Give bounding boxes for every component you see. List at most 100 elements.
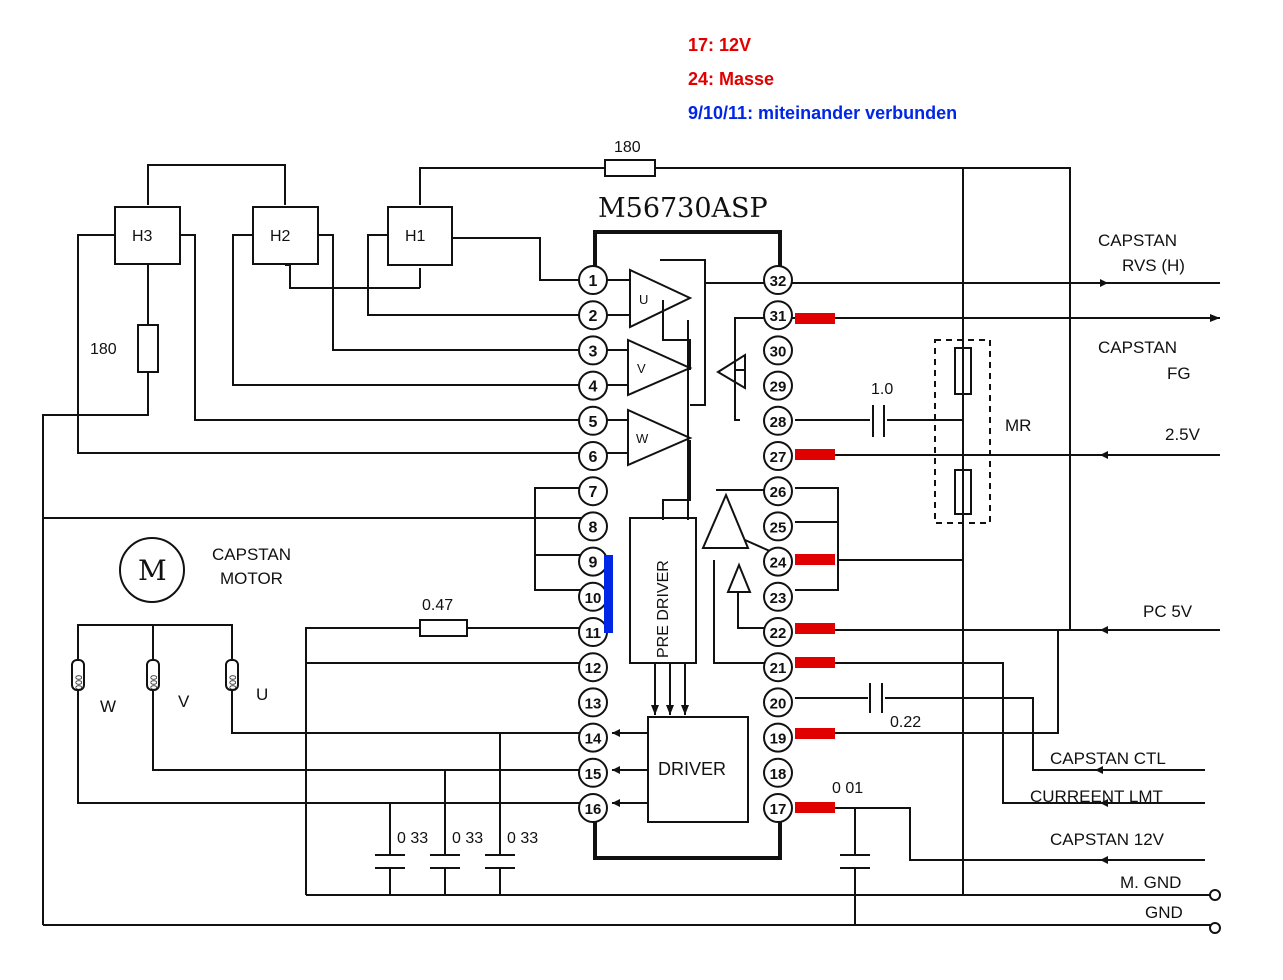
pre-driver-label: PRE DRIVER bbox=[655, 560, 672, 658]
pin-11: 11 bbox=[578, 617, 608, 647]
conn-m-gnd: M. GND bbox=[1120, 873, 1181, 892]
conn-current-lmt: CURREENT LMT bbox=[1030, 787, 1163, 806]
resistor-sense: 0.47 bbox=[419, 597, 468, 637]
pin-28-label: 28 bbox=[770, 414, 787, 431]
cap-pin20-label: 0.22 bbox=[890, 714, 921, 731]
highlight-pins-9-10-11 bbox=[604, 555, 613, 633]
pin-32-label: 32 bbox=[770, 273, 787, 290]
pin-23: 23 bbox=[763, 581, 793, 612]
annotation-notes: 17: 12V 24: Masse 9/10/11: miteinander v… bbox=[688, 28, 957, 130]
driver-label: DRIVER bbox=[658, 759, 726, 779]
driver-block: DRIVER bbox=[647, 716, 749, 823]
pin-13-label: 13 bbox=[585, 695, 602, 712]
highlight-pin21 bbox=[795, 657, 835, 668]
mr-sensor: MR bbox=[934, 339, 1031, 524]
conn-rvs-line2: RVS (H) bbox=[1122, 256, 1185, 275]
terminals bbox=[1209, 889, 1221, 934]
conn-2-5v: 2.5V bbox=[1165, 425, 1201, 444]
mr-label: MR bbox=[1005, 416, 1031, 435]
coil-w-marking: 000 bbox=[74, 675, 84, 690]
pin-20-label: 20 bbox=[770, 695, 787, 712]
pin-2: 2 bbox=[578, 300, 608, 331]
pin-31: 31 bbox=[763, 300, 793, 331]
pin-9-label: 9 bbox=[589, 555, 598, 572]
pin-14: 14 bbox=[578, 722, 608, 753]
pin-26: 26 bbox=[763, 476, 793, 507]
coil-u-marking: 000 bbox=[228, 675, 238, 690]
pin-4: 4 bbox=[578, 370, 608, 401]
pin-26-label: 26 bbox=[770, 484, 787, 501]
pin-9: 9 bbox=[578, 546, 608, 577]
pin-17-label: 17 bbox=[770, 801, 787, 818]
pin-21-label: 21 bbox=[770, 660, 787, 677]
conn-capstan-12v: CAPSTAN 12V bbox=[1050, 830, 1165, 849]
pin-18-label: 18 bbox=[770, 766, 787, 783]
pin-27: 27 bbox=[763, 441, 793, 471]
amp-w-label: W bbox=[636, 431, 649, 446]
pin-24: 24 bbox=[763, 546, 793, 577]
pin-21: 21 bbox=[763, 652, 793, 683]
note-pin24: 24: Masse bbox=[688, 69, 775, 89]
pin-25-label: 25 bbox=[770, 519, 787, 536]
highlight-pin31 bbox=[795, 313, 835, 324]
pin-30: 30 bbox=[763, 335, 793, 366]
pin-24-label: 24 bbox=[770, 555, 787, 572]
pin-18: 18 bbox=[763, 757, 793, 788]
pin-19-label: 19 bbox=[770, 731, 787, 748]
pin-7: 7 bbox=[578, 476, 608, 507]
motor-label-line2: MOTOR bbox=[220, 569, 283, 588]
pin-7-label: 7 bbox=[589, 484, 598, 501]
pin-1: 1 bbox=[578, 265, 608, 295]
hall-sensors: H3 H2 H1 bbox=[114, 206, 453, 266]
highlight-pin27 bbox=[795, 449, 835, 460]
pin-31-label: 31 bbox=[770, 308, 787, 325]
pin-5: 5 bbox=[578, 405, 608, 436]
cap-pin17-label: 0 01 bbox=[832, 780, 863, 797]
highlights bbox=[604, 313, 835, 813]
pin-11-label: 11 bbox=[585, 625, 601, 642]
pin-25: 25 bbox=[763, 511, 793, 542]
resistor-top-label: 180 bbox=[614, 139, 641, 156]
cap-motor-1-label: 0 33 bbox=[397, 830, 428, 847]
pin-16: 16 bbox=[578, 793, 608, 823]
pin-20: 20 bbox=[763, 687, 793, 718]
cap-pin17 bbox=[840, 854, 870, 869]
chip-name: M56730ASP bbox=[598, 193, 768, 224]
pin-12: 12 bbox=[578, 652, 608, 683]
highlight-pin22 bbox=[795, 623, 835, 634]
pin-27-label: 27 bbox=[770, 449, 787, 466]
conn-fg-line2: FG bbox=[1167, 364, 1191, 383]
conn-fg-line1: CAPSTAN bbox=[1098, 338, 1177, 357]
pin-29: 29 bbox=[763, 370, 793, 401]
chip-outline bbox=[593, 230, 782, 860]
amp-v-label: V bbox=[637, 361, 646, 376]
pin-12-label: 12 bbox=[585, 660, 602, 677]
hall-sensor-h3: H3 bbox=[132, 228, 153, 245]
note-pin17: 17: 12V bbox=[688, 35, 752, 55]
winding-u-label: U bbox=[256, 685, 268, 704]
resistor-sense-label: 0.47 bbox=[422, 597, 453, 614]
capstan-motor: M CAPSTAN MOTOR bbox=[119, 537, 291, 603]
winding-v-label: V bbox=[178, 692, 190, 711]
connector-arrows bbox=[612, 279, 1220, 864]
hall-sensor-h2: H2 bbox=[270, 228, 291, 245]
pin-29-label: 29 bbox=[770, 379, 787, 396]
motor-windings bbox=[71, 659, 239, 691]
motor-symbol: M bbox=[138, 554, 167, 587]
pin-8: 8 bbox=[578, 511, 608, 542]
conn-pc-5v: PC 5V bbox=[1143, 602, 1193, 621]
resistor-left-label: 180 bbox=[90, 341, 117, 358]
pin-10-label: 10 bbox=[585, 590, 602, 607]
pin-3: 3 bbox=[578, 335, 608, 366]
pin-15: 15 bbox=[578, 757, 608, 788]
pin-14-label: 14 bbox=[585, 731, 602, 748]
conn-capstan-ctl: CAPSTAN CTL bbox=[1050, 749, 1166, 768]
pin-2-label: 2 bbox=[589, 308, 598, 325]
pin-13: 13 bbox=[578, 687, 608, 718]
cap-pin28 bbox=[872, 405, 885, 437]
hall-sensor-h1: H1 bbox=[405, 228, 426, 245]
pin-8-label: 8 bbox=[589, 519, 598, 536]
motor-label-line1: CAPSTAN bbox=[212, 545, 291, 564]
